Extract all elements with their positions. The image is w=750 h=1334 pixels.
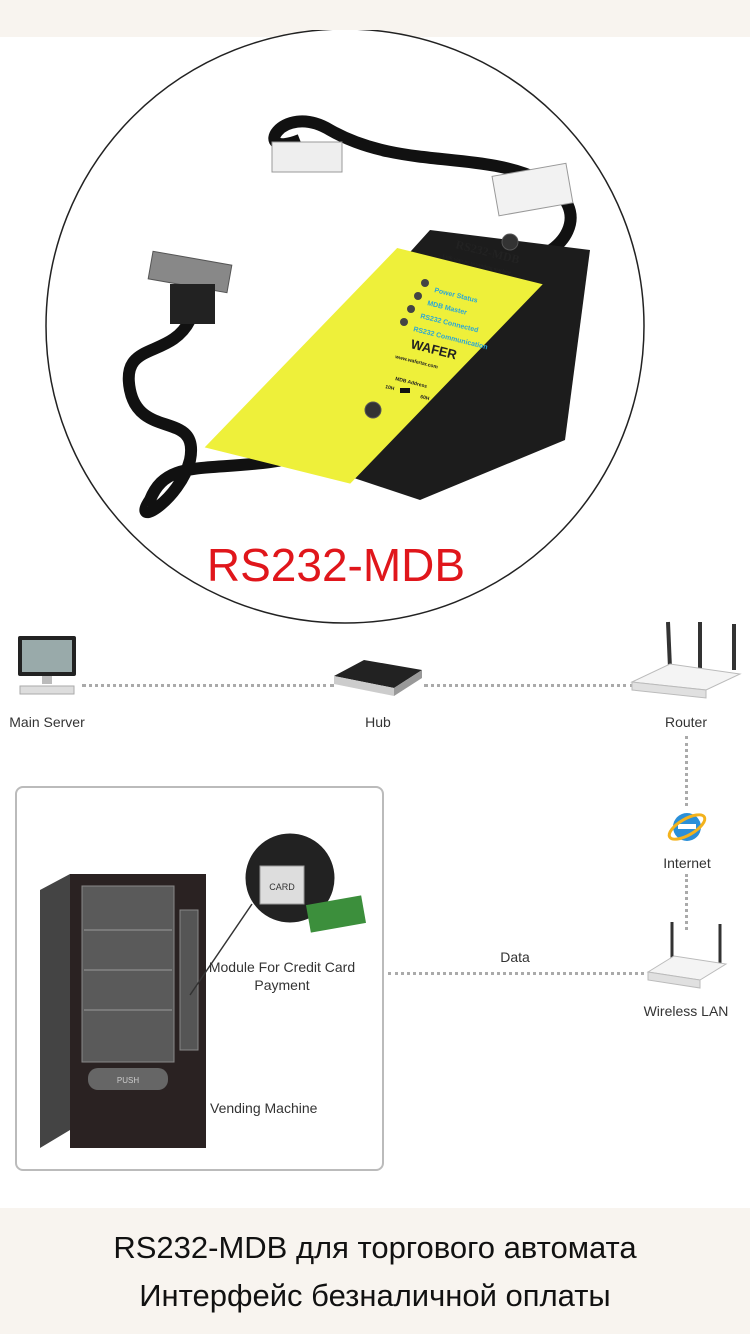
hub-icon — [334, 660, 422, 696]
link-internet-wlan — [685, 874, 688, 930]
push-label: PUSH — [117, 1076, 139, 1085]
hub-label: Hub — [365, 714, 391, 730]
main-server-label: Main Server — [9, 714, 85, 730]
cable-top — [268, 115, 577, 266]
link-hub-router — [424, 684, 634, 687]
vending-machine-label: Vending Machine — [210, 1100, 318, 1116]
computer-icon — [18, 636, 76, 695]
cable-left — [122, 316, 332, 519]
db9-housing — [170, 284, 215, 324]
caption-line-2: Интерфейс безналичной оплаты — [139, 1278, 611, 1313]
vending-panel — [15, 786, 384, 1171]
internet-explorer-icon — [667, 813, 707, 841]
link-server-hub — [82, 684, 334, 687]
wireless-lan-label: Wireless LAN — [643, 1003, 729, 1019]
wireless-lan-icon — [646, 922, 728, 989]
address-low: 10H — [385, 384, 396, 392]
address-high: 60H — [420, 394, 431, 402]
module-label: Module For Credit Card Payment — [208, 959, 356, 993]
product-photo: RS232-MDB Link your pc to vending machin… — [45, 30, 645, 624]
product-title: RS232-MDB — [207, 539, 465, 591]
router-icon — [630, 621, 742, 699]
molex-connector-large — [491, 162, 574, 217]
caption-line-1: RS232-MDB для торгового автомата — [113, 1230, 637, 1265]
screw — [501, 233, 519, 251]
molex-connector-small — [271, 141, 343, 173]
link-router-internet — [685, 736, 688, 806]
router-label: Router — [664, 714, 708, 730]
caption-band — [0, 1208, 750, 1334]
address-switch — [400, 388, 410, 393]
data-label: Data — [500, 949, 530, 965]
card-label: CARD — [269, 882, 295, 892]
screw — [364, 401, 382, 419]
link-data — [388, 972, 644, 975]
internet-label: Internet — [663, 855, 711, 871]
pcb-module — [305, 895, 367, 933]
vending-machine-illustration: PUSH CARD — [40, 830, 367, 1148]
device-label — [204, 247, 543, 484]
